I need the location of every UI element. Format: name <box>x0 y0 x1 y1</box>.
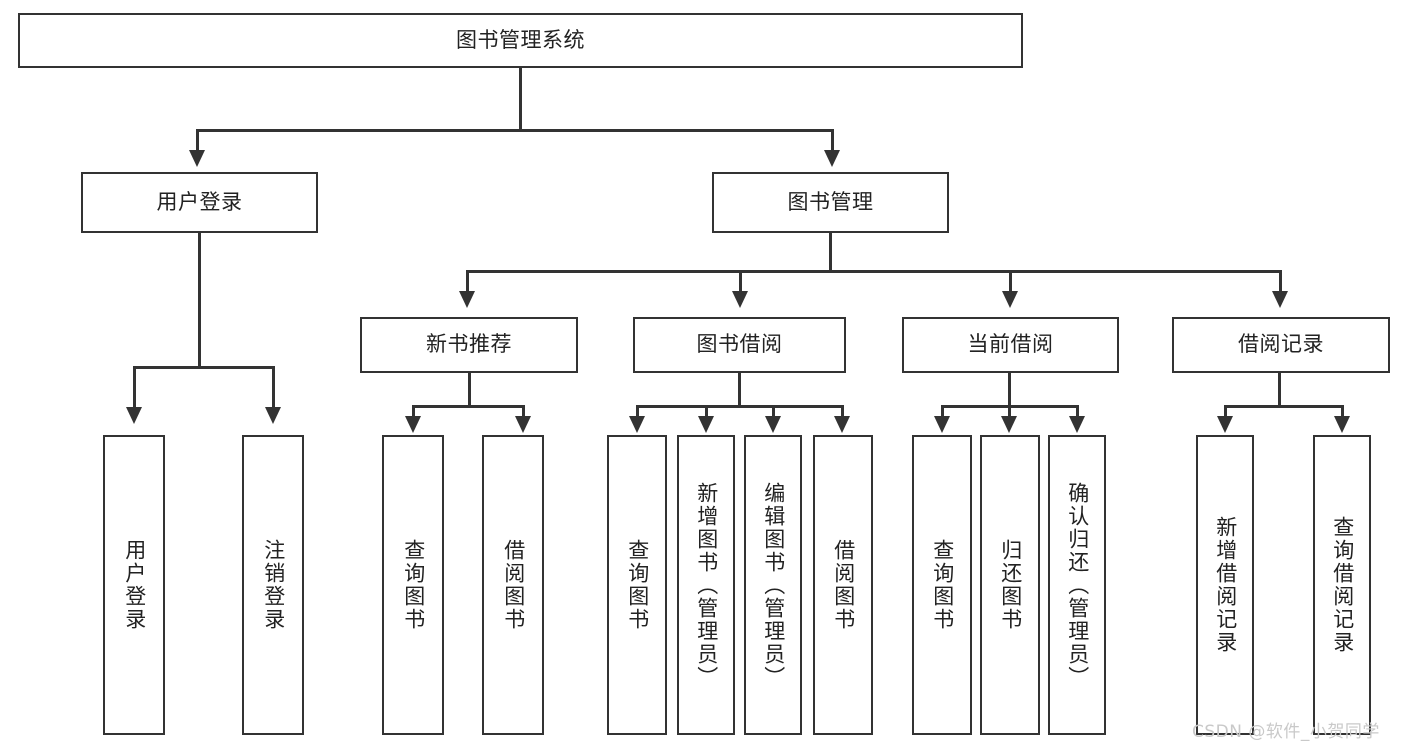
arrowhead-leaf-edit-book-admin <box>765 416 781 433</box>
edge-drop-leaf-confirm-return <box>1076 405 1079 417</box>
arrowhead-book-management <box>824 150 840 167</box>
arrowhead-leaf-query-borrow-record <box>1334 416 1350 433</box>
arrowhead-borrow-record <box>1272 291 1288 308</box>
leaf-borrow-book-1[interactable]: 借阅图书 <box>482 435 544 735</box>
edge-level2-drop-user-login <box>196 129 199 151</box>
node-book-management[interactable]: 图书管理 <box>712 172 949 233</box>
leaf-return-book-label: 归还图书 <box>998 539 1023 631</box>
leaf-query-book-1[interactable]: 查询图书 <box>382 435 444 735</box>
edge-drop-leaf-borrow-book-2 <box>841 405 844 417</box>
edge-level3-bus <box>466 270 1281 273</box>
leaf-return-book[interactable]: 归还图书 <box>980 435 1040 735</box>
leaf-query-book-2[interactable]: 查询图书 <box>607 435 667 735</box>
arrowhead-leaf-logout-login <box>265 407 281 424</box>
node-current-borrow-label: 当前借阅 <box>967 332 1054 357</box>
edge-drop-leaf-logout-login <box>272 366 275 408</box>
leaf-add-borrow-record[interactable]: 新增借阅记录 <box>1196 435 1254 735</box>
leaf-borrow-book-2-label: 借阅图书 <box>831 539 856 631</box>
edge-drop-leaf-query-borrow-record <box>1341 405 1344 417</box>
edge-new-book-stem <box>468 373 471 407</box>
leaf-confirm-return-admin-label: 确认归还（管理员） <box>1065 481 1090 689</box>
leaf-query-book-1-label: 查询图书 <box>401 539 426 631</box>
node-book-management-label: 图书管理 <box>787 189 874 214</box>
leaf-edit-book-admin-label: 编辑图书（管理员） <box>761 481 786 689</box>
edge-drop-leaf-return-book <box>1008 405 1011 417</box>
edge-book-borrow-bus <box>636 405 843 408</box>
edge-user-login-stem <box>198 233 201 368</box>
node-root-system[interactable]: 图书管理系统 <box>18 13 1023 68</box>
edge-drop-leaf-query-book-2 <box>636 405 639 417</box>
leaf-query-book-3[interactable]: 查询图书 <box>912 435 972 735</box>
node-new-book-recommend[interactable]: 新书推荐 <box>360 317 578 373</box>
edge-book-management-stem <box>829 233 832 273</box>
edge-user-login-bus <box>133 366 275 369</box>
node-user-login[interactable]: 用户登录 <box>81 172 318 233</box>
edge-drop-leaf-add-book-admin <box>705 405 708 417</box>
arrowhead-leaf-query-book-3 <box>934 416 950 433</box>
edge-book-borrow-stem <box>738 373 741 407</box>
node-root-system-label: 图书管理系统 <box>456 27 585 52</box>
edge-drop-leaf-edit-book-admin <box>772 405 775 417</box>
leaf-query-borrow-record[interactable]: 查询借阅记录 <box>1313 435 1371 735</box>
edge-borrow-record-bus <box>1224 405 1344 408</box>
node-current-borrow[interactable]: 当前借阅 <box>902 317 1119 373</box>
leaf-add-borrow-record-label: 新增借阅记录 <box>1213 516 1238 654</box>
leaf-user-login-label: 用户登录 <box>122 539 147 631</box>
edge-root-stem <box>519 68 522 131</box>
arrowhead-leaf-add-book-admin <box>698 416 714 433</box>
edge-drop-leaf-borrow-book-1 <box>522 405 525 417</box>
node-new-book-recommend-label: 新书推荐 <box>426 332 512 357</box>
arrowhead-leaf-user-login <box>126 407 142 424</box>
arrowhead-leaf-add-borrow-record <box>1217 416 1233 433</box>
node-book-borrow-label: 图书借阅 <box>696 332 783 357</box>
leaf-query-book-3-label: 查询图书 <box>930 539 955 631</box>
arrowhead-current-borrow <box>1002 291 1018 308</box>
leaf-edit-book-admin[interactable]: 编辑图书（管理员） <box>744 435 802 735</box>
arrowhead-book-borrow <box>732 291 748 308</box>
edge-new-book-bus <box>412 405 525 408</box>
arrowhead-leaf-query-book-2 <box>629 416 645 433</box>
edge-level3-drop-current-borrow <box>1009 270 1012 292</box>
csdn-watermark: CSDN @软件_小贺同学 <box>1192 722 1380 742</box>
edge-drop-leaf-add-borrow-record <box>1224 405 1227 417</box>
leaf-add-book-admin[interactable]: 新增图书（管理员） <box>677 435 735 735</box>
leaf-query-borrow-record-label: 查询借阅记录 <box>1330 516 1355 654</box>
edge-current-borrow-stem <box>1008 373 1011 407</box>
leaf-query-book-2-label: 查询图书 <box>625 539 650 631</box>
edge-level3-drop-book-borrow <box>739 270 742 292</box>
node-book-borrow[interactable]: 图书借阅 <box>633 317 846 373</box>
edge-drop-leaf-query-book-1 <box>412 405 415 417</box>
leaf-borrow-book-1-label: 借阅图书 <box>501 539 526 631</box>
leaf-add-book-admin-label: 新增图书（管理员） <box>694 481 719 689</box>
edge-drop-leaf-query-book-3 <box>941 405 944 417</box>
arrowhead-leaf-return-book <box>1001 416 1017 433</box>
arrowhead-user-login <box>189 150 205 167</box>
leaf-confirm-return-admin[interactable]: 确认归还（管理员） <box>1048 435 1106 735</box>
edge-level3-drop-borrow-record <box>1279 270 1282 292</box>
arrowhead-new-book-recommend <box>459 291 475 308</box>
arrowhead-leaf-query-book-1 <box>405 416 421 433</box>
edge-drop-leaf-user-login <box>133 366 136 408</box>
node-user-login-label: 用户登录 <box>156 189 243 214</box>
leaf-borrow-book-2[interactable]: 借阅图书 <box>813 435 873 735</box>
edge-level3-drop-new-book <box>466 270 469 292</box>
edge-level2-bus <box>196 129 833 132</box>
node-borrow-record-label: 借阅记录 <box>1238 332 1324 357</box>
leaf-logout-login[interactable]: 注销登录 <box>242 435 304 735</box>
edge-level2-drop-book-management <box>831 129 834 151</box>
arrowhead-leaf-borrow-book-2 <box>834 416 850 433</box>
leaf-logout-login-label: 注销登录 <box>261 539 286 631</box>
edge-borrow-record-stem <box>1278 373 1281 407</box>
arrowhead-leaf-confirm-return <box>1069 416 1085 433</box>
leaf-user-login[interactable]: 用户登录 <box>103 435 165 735</box>
node-borrow-record[interactable]: 借阅记录 <box>1172 317 1390 373</box>
arrowhead-leaf-borrow-book-1 <box>515 416 531 433</box>
